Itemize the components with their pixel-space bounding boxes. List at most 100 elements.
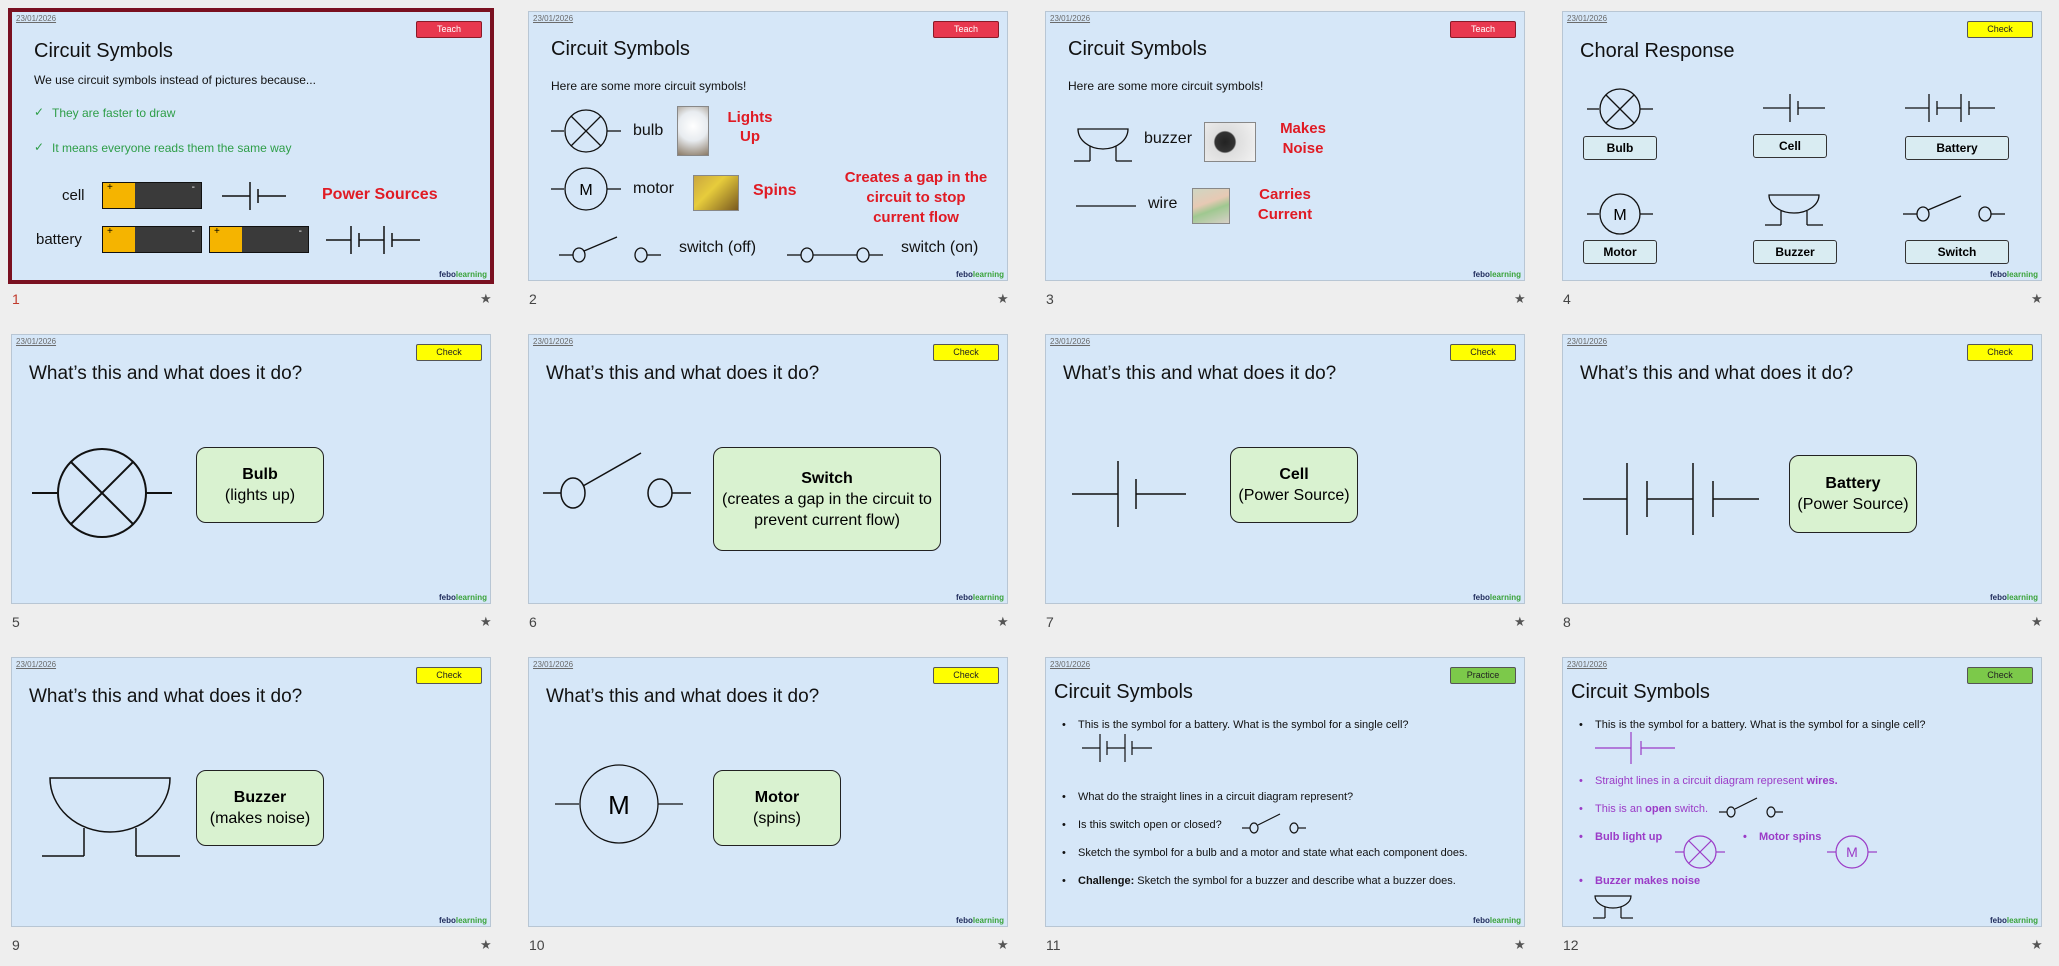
slide-title: Circuit Symbols [1571, 681, 1710, 703]
answer-description: (creates a gap in the circuit to prevent… [722, 490, 932, 529]
star-icon[interactable]: ★ [2031, 291, 2043, 306]
slide-date: 23/01/2026 [1050, 337, 1091, 346]
answer-2: Straight lines in a circuit diagram repr… [1579, 775, 1838, 787]
answer-description: (lights up) [224, 487, 296, 504]
answer-title: Bulb [242, 466, 278, 483]
battery-symbol-icon [1082, 734, 1152, 762]
slide-thumbnail-1[interactable]: 23/01/2026 Teach Circuit Symbols We use … [8, 8, 494, 284]
febo-learning-logo: febolearning [438, 270, 487, 279]
answer-box: Battery (Power Source) [1789, 455, 1917, 533]
slide-number: 5 [12, 614, 20, 630]
switch-label-box: Switch [1905, 240, 2009, 264]
buzzer-photo [1204, 122, 1256, 162]
svg-text:M: M [579, 182, 592, 199]
febo-learning-logo: febolearning [1472, 593, 1521, 602]
svg-text:M: M [1613, 207, 1626, 224]
febo-learning-logo: febolearning [1472, 916, 1521, 925]
slide-date: 23/01/2026 [1567, 14, 1608, 23]
answer-box: Buzzer (makes noise) [196, 770, 324, 846]
febo-learning-logo: febolearning [1989, 270, 2038, 279]
buzzer-symbol-icon [1765, 194, 1823, 226]
intro-text: Here are some more circuit symbols! [551, 79, 747, 93]
switch-off-icon [559, 236, 661, 263]
febo-learning-logo: febolearning [1472, 270, 1521, 279]
slide-date: 23/01/2026 [1050, 660, 1091, 669]
buzzer-label: buzzer [1144, 130, 1193, 147]
question-2: What do the straight lines in a circuit … [1062, 791, 1353, 803]
teach-badge: Teach [933, 21, 999, 38]
slide-date: 23/01/2026 [1567, 337, 1608, 346]
power-sources-label: Power Sources [322, 186, 438, 203]
slide-title: What’s this and what does it do? [29, 363, 303, 384]
slide-thumbnail-8[interactable]: 23/01/2026 Check What’s this and what do… [1562, 334, 2042, 604]
question-5: Challenge: Sketch the symbol for a buzze… [1062, 875, 1456, 887]
question-3: Is this switch open or closed? [1062, 819, 1222, 831]
slide-thumbnail-7[interactable]: 23/01/2026 Check What’s this and what do… [1045, 334, 1525, 604]
slide-number: 8 [1563, 614, 1571, 630]
star-icon[interactable]: ★ [2031, 937, 2043, 952]
star-icon[interactable]: ★ [1514, 937, 1526, 952]
slide-number: 1 [12, 291, 20, 307]
slide-thumbnail-10[interactable]: 23/01/2026 Check What’s this and what do… [528, 657, 1008, 927]
battery-cell-picture: + - [209, 226, 309, 253]
slide-title: Circuit Symbols [551, 38, 690, 60]
slide-thumbnail-11[interactable]: 23/01/2026 Practice Circuit Symbols This… [1045, 657, 1525, 927]
motor-label: motor [633, 180, 674, 197]
bulb-label: bulb [633, 122, 664, 139]
question-1: This is the symbol for a battery. What i… [1579, 719, 1926, 731]
buzzer-symbol-icon [1593, 895, 1633, 919]
wire-symbol-icon [1076, 205, 1136, 207]
slide-number: 3 [1046, 291, 1054, 307]
answer-box: Switch (creates a gap in the circuit to … [713, 447, 941, 551]
slide-number: 10 [529, 937, 545, 953]
star-icon[interactable]: ★ [997, 937, 1009, 952]
answer-description: (Power Source) [1797, 496, 1909, 513]
star-icon[interactable]: ★ [2031, 614, 2043, 629]
answer-description: (spins) [752, 810, 801, 827]
answer-title: Switch [801, 469, 853, 487]
wire-photo [1192, 188, 1230, 224]
febo-learning-logo: febolearning [955, 593, 1004, 602]
slide-number: 12 [1563, 937, 1579, 953]
answer-title: Cell [1279, 466, 1309, 483]
cell-symbol-icon [1072, 461, 1186, 527]
slide-number: 9 [12, 937, 20, 953]
battery-symbol-icon [1905, 94, 1995, 122]
febo-learning-logo: febolearning [955, 916, 1004, 925]
answer-title: Motor [754, 789, 800, 806]
slide-title: Circuit Symbols [1054, 681, 1193, 703]
slide-thumbnail-5[interactable]: 23/01/2026 Check What’s this and what do… [11, 334, 491, 604]
cell-symbol-icon [1595, 732, 1675, 764]
battery-cell-picture: + - [102, 182, 202, 209]
slide-thumbnail-12[interactable]: 23/01/2026 Check Circuit Symbols This is… [1562, 657, 2042, 927]
lights-up-label: Lights Up [727, 109, 773, 145]
slide-thumbnail-4[interactable]: 23/01/2026 Check Choral Response Bulb Ce… [1562, 11, 2042, 281]
check-badge: Check [416, 344, 482, 361]
slide-thumbnail-6[interactable]: 23/01/2026 Check What’s this and what do… [528, 334, 1008, 604]
motor-symbol-icon: M [1827, 835, 1877, 869]
slide-number: 11 [1046, 937, 1061, 953]
slide-title: What’s this and what does it do? [546, 686, 820, 707]
star-icon[interactable]: ★ [480, 291, 492, 306]
battery-label-box: Battery [1905, 136, 2009, 160]
spins-label: Spins [753, 182, 797, 199]
motor-symbol-icon: M [551, 167, 621, 211]
star-icon[interactable]: ★ [480, 614, 492, 629]
battery-label: battery [36, 231, 82, 248]
slide-title: Circuit Symbols [1068, 38, 1207, 60]
bulb-symbol-icon [32, 448, 172, 538]
check-badge: Check [1967, 667, 2033, 684]
teach-badge: Teach [1450, 21, 1516, 38]
switch-off-icon [543, 452, 691, 509]
star-icon[interactable]: ★ [997, 614, 1009, 629]
answer-box: Cell (Power Source) [1230, 447, 1358, 523]
slide-thumbnail-9[interactable]: 23/01/2026 Check What’s this and what do… [11, 657, 491, 927]
star-icon[interactable]: ★ [1514, 291, 1526, 306]
star-icon[interactable]: ★ [480, 937, 492, 952]
slide-date: 23/01/2026 [16, 337, 57, 346]
star-icon[interactable]: ★ [997, 291, 1009, 306]
star-icon[interactable]: ★ [1514, 614, 1526, 629]
slide-thumbnail-3[interactable]: 23/01/2026 Teach Circuit Symbols Here ar… [1045, 11, 1525, 281]
slide-thumbnail-2[interactable]: 23/01/2026 Teach Circuit Symbols Here ar… [528, 11, 1008, 281]
motor-label-box: Motor [1583, 240, 1657, 264]
